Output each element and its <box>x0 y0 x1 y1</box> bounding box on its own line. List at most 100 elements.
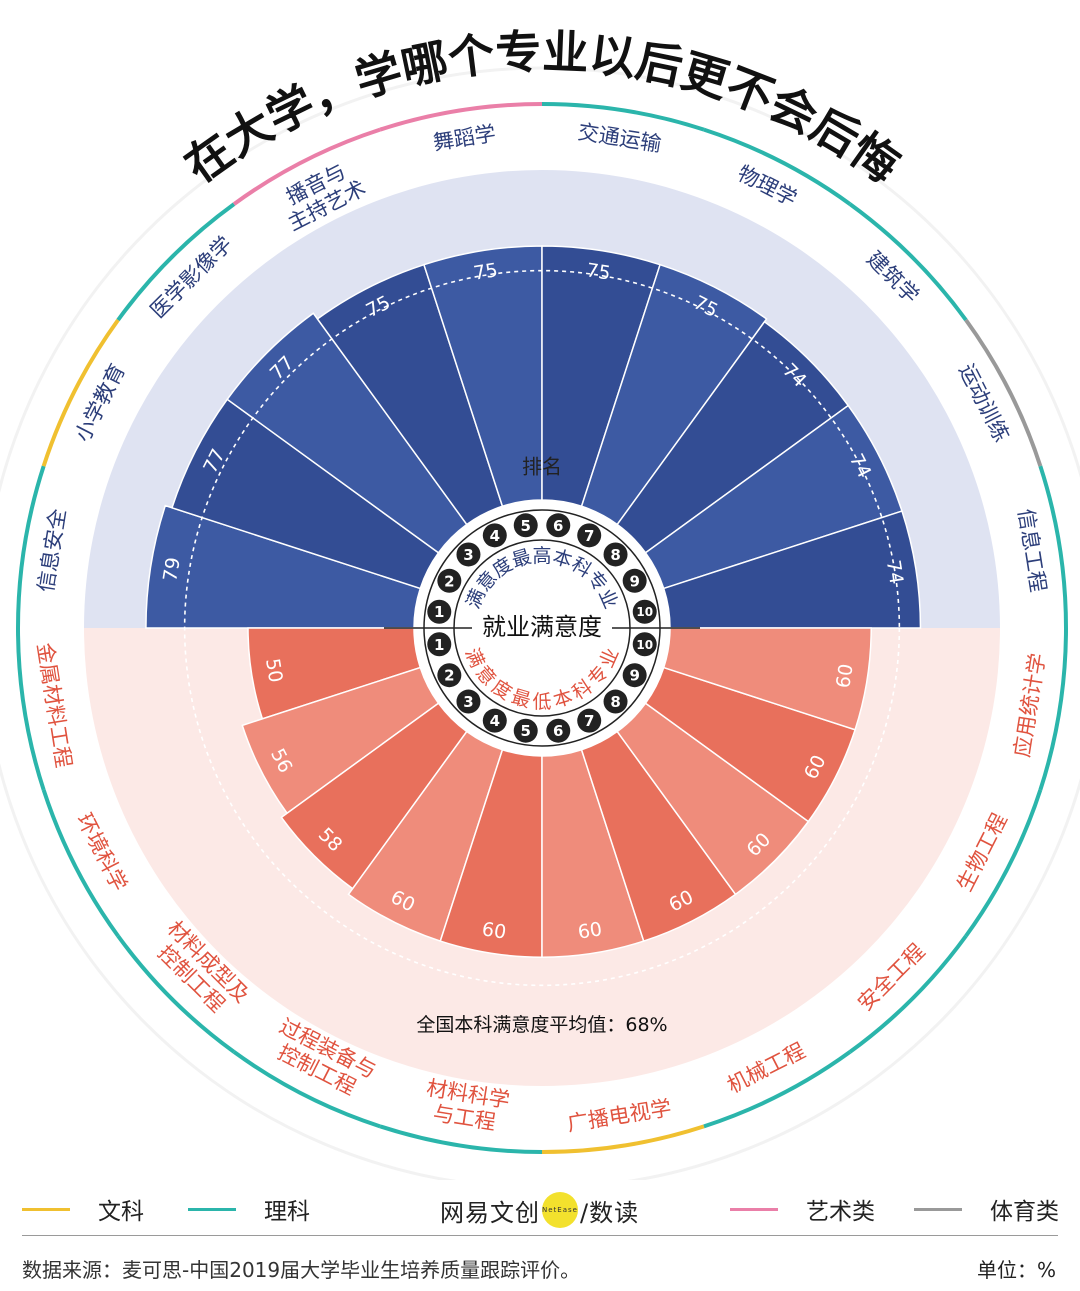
source-note: 数据来源：麦可思-中国2019届大学毕业生培养质量跟踪评价。 <box>22 1258 581 1282</box>
legend-item-tiyu: 体育类 <box>914 1194 1059 1225</box>
bottom-rank-text-9: 9 <box>629 667 639 685</box>
legend-label-tiyu: 体育类 <box>990 1199 1059 1225</box>
average-label: 全国本科满意度平均值：68% <box>416 1014 667 1036</box>
bottom-group-ring-6 <box>541 1124 705 1154</box>
brand-left: 网易文创 <box>440 1198 540 1227</box>
legend-swatch-yishu <box>730 1207 778 1211</box>
legend-swatch-wenke <box>22 1207 70 1211</box>
bottom-rank-badge-8 <box>603 689 628 714</box>
top-rank-badge-1 <box>427 599 452 624</box>
bottom-rank-text-3: 3 <box>463 693 473 711</box>
average-reference-circle <box>183 269 901 987</box>
legend-label-like: 理科 <box>264 1199 310 1225</box>
top-rank-badge-8 <box>603 542 628 567</box>
bottom-bar-3 <box>280 702 468 890</box>
top-rank-badge-10 <box>632 599 657 624</box>
top-rank-text-6: 6 <box>553 517 563 535</box>
top-value-label-10: 74 <box>882 558 908 585</box>
top-rank-badge-2 <box>437 568 462 593</box>
top-value-label-1: 79 <box>159 556 185 583</box>
brand-logo: 网易文创 NetEase /数读 <box>440 1188 639 1232</box>
top-rank-text-2: 2 <box>444 572 454 590</box>
bottom-bar-6 <box>541 748 645 958</box>
bottom-rank-text-8: 8 <box>610 693 620 711</box>
polar-chart: 79信息安全177小学教育277医学影像学375播音与主持艺术475舞蹈学575… <box>0 25 1080 1180</box>
top-group-ring-2 <box>41 318 120 467</box>
top-rank-badge-7 <box>577 523 602 548</box>
top-group-ring-9 <box>964 318 1043 467</box>
bottom-rank-text-2: 2 <box>444 667 454 685</box>
legend-item-wenke: 文科 <box>22 1194 144 1225</box>
bottom-group-ring-3 <box>116 934 236 1054</box>
top-rank-text-5: 5 <box>521 517 531 535</box>
top-group-ring-3 <box>116 202 236 322</box>
top-bar-1 <box>145 504 422 629</box>
top-rank-text-1: 1 <box>434 603 444 621</box>
bottom-group-ring-2 <box>41 789 120 938</box>
bottom-group-ring-9 <box>964 789 1043 938</box>
bottom-rank-text-10: 10 <box>636 638 653 652</box>
bottom-rank-text-5: 5 <box>521 722 531 740</box>
top-rank-text-9: 9 <box>629 572 639 590</box>
top-value-label-6: 75 <box>585 259 612 285</box>
bottom-rank-text-4: 4 <box>490 712 500 730</box>
bottom-rank-badge-5 <box>513 718 538 743</box>
bottom-group-ring-8 <box>848 934 968 1054</box>
brand-dot: NetEase <box>542 1192 578 1228</box>
bottom-group-ring-7 <box>703 1050 852 1129</box>
top-rank-badge-3 <box>456 542 481 567</box>
legend-swatch-tiyu <box>914 1207 962 1211</box>
top-bar-7 <box>580 263 768 526</box>
bottom-value-label-5: 60 <box>480 918 507 944</box>
top-rank-badge-6 <box>546 513 571 538</box>
footer-divider <box>22 1235 1058 1236</box>
bottom-group-ring-10 <box>1038 627 1068 791</box>
top-bar-3 <box>226 312 468 554</box>
legend-label-yishu: 艺术类 <box>806 1199 875 1225</box>
top-rank-text-3: 3 <box>463 546 473 564</box>
bottom-bar-5 <box>439 748 543 958</box>
top-rank-text-8: 8 <box>610 546 620 564</box>
legend-item-like: 理科 <box>188 1194 310 1225</box>
bottom-group-ring-1 <box>16 627 46 791</box>
legend-swatch-like <box>188 1207 236 1211</box>
unit-note: 单位：% <box>976 1258 1056 1282</box>
top-rank-badge-9 <box>622 568 647 593</box>
top-group-ring-6 <box>541 102 705 132</box>
top-group-ring-4 <box>232 127 381 206</box>
bottom-bar-8 <box>616 702 810 896</box>
bottom-bar-1 <box>247 627 422 720</box>
bottom-rank-badge-3 <box>456 689 481 714</box>
bottom-group-ring-4 <box>232 1050 381 1129</box>
top-group-ring-8 <box>848 202 968 322</box>
bottom-rank-badge-7 <box>577 708 602 733</box>
rank-heading: 排名 <box>522 455 562 479</box>
top-rank-text-7: 7 <box>584 527 594 545</box>
bottom-bar-2 <box>241 666 440 815</box>
top-rank-text-10: 10 <box>636 605 653 619</box>
top-group-ring-10 <box>1038 465 1068 629</box>
top-rank-badge-4 <box>482 523 507 548</box>
top-group-ring-1 <box>16 465 46 629</box>
bottom-rank-text-7: 7 <box>584 712 594 730</box>
legend-item-yishu: 艺术类 <box>730 1194 875 1225</box>
top-group-ring-7 <box>703 127 852 206</box>
bottom-rank-text-1: 1 <box>434 636 444 654</box>
top-rank-badge-5 <box>513 513 538 538</box>
bottom-value-label-10: 60 <box>832 662 858 689</box>
legend-label-wenke: 文科 <box>98 1199 144 1225</box>
bottom-group-ring-5 <box>379 1124 543 1154</box>
bottom-rank-badge-4 <box>482 708 507 733</box>
bottom-bar-10 <box>662 627 872 731</box>
bottom-rank-badge-2 <box>437 663 462 688</box>
top-group-ring-5 <box>379 102 543 132</box>
bottom-value-label-6: 60 <box>576 918 603 944</box>
bg-ring-outer <box>0 66 1080 1180</box>
center-label: 就业满意度 <box>482 613 602 641</box>
top-bar-10 <box>662 510 922 629</box>
legend: 文科 理科 网易文创 NetEase /数读 艺术类 体育类 <box>0 1180 1080 1240</box>
bottom-bar-7 <box>580 730 737 943</box>
bottom-rank-badge-1 <box>427 632 452 657</box>
top-rank-text-4: 4 <box>490 527 500 545</box>
bottom-bar-9 <box>644 666 857 823</box>
